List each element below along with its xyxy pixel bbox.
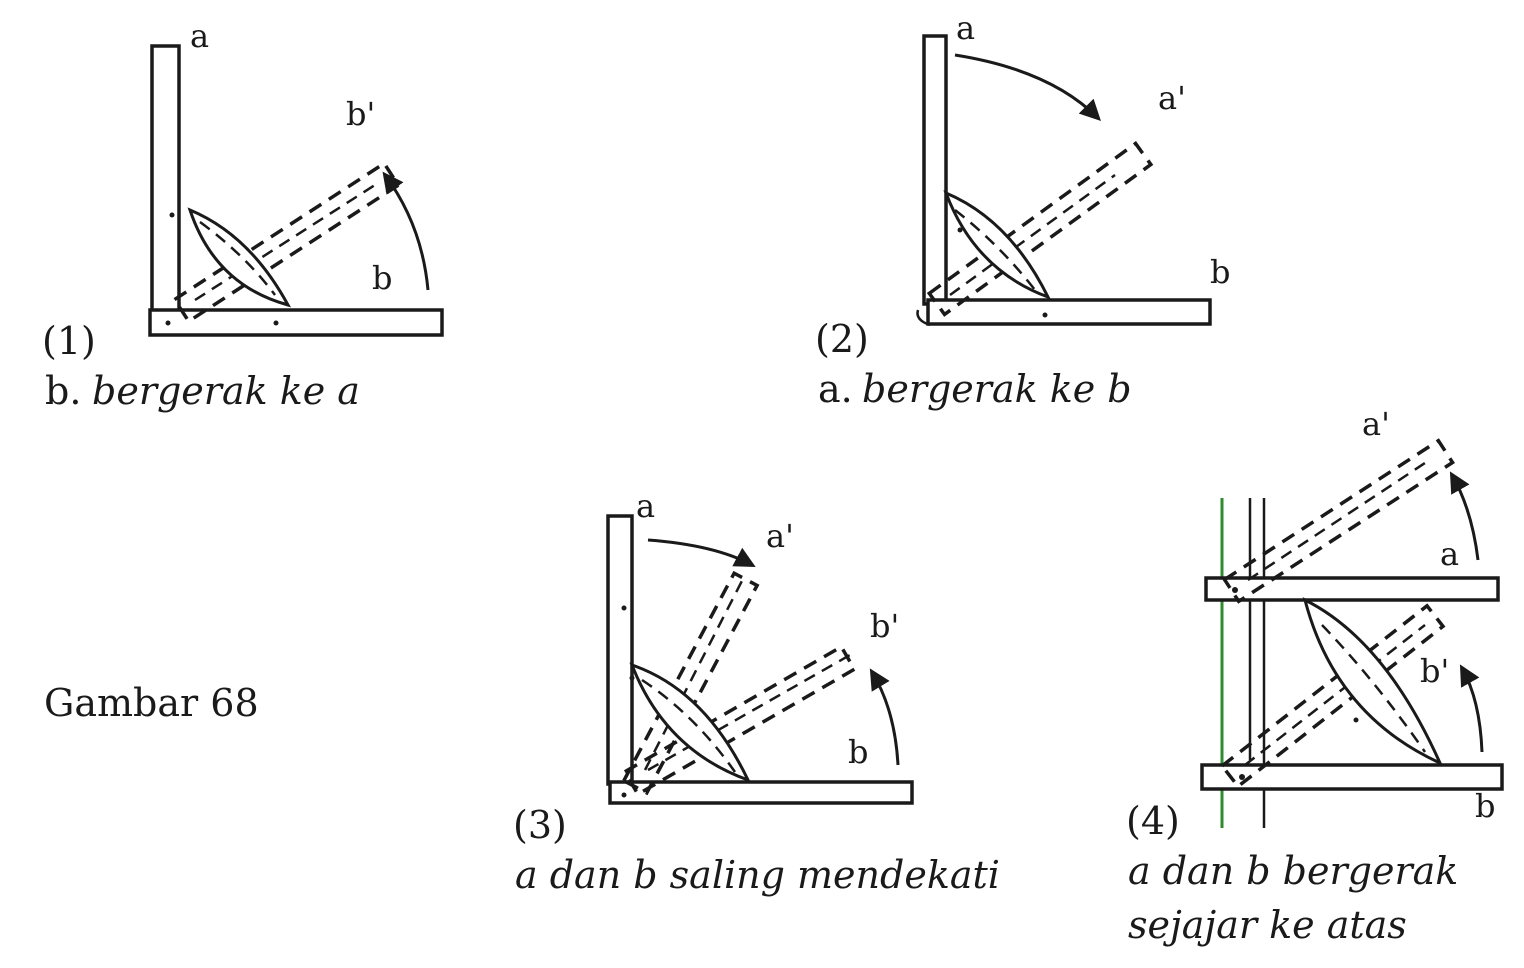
panel-4-arrow-b [1459,664,1484,753]
panel-4-label-b-prime: b' [1420,652,1450,690]
panel-4-ghost-bar-b-prime [1219,603,1446,789]
panel-3-horizontal-bar-b [608,780,914,805]
panel-4-weld-bead [1302,597,1443,767]
panel-3-arrow-a [647,538,756,567]
panel-3-number: (3) [513,803,567,847]
panel-1-motion-arrow [382,171,430,291]
panel-1-caption-prefix: b. [45,369,82,413]
panel-4-arrow-a [1449,471,1480,561]
panel-3-vertical-bar-a [606,514,634,786]
figure-title: Gambar 68 [44,681,259,725]
panel-1-vertical-bar-a [150,44,181,314]
panel-4-label-a: a [1440,535,1460,573]
panel-1-caption: bergerak ke a [92,369,360,413]
panel-3-drawing [606,514,914,805]
panel-2-weld-bead [943,190,1052,300]
panel-4-drawing [1200,438,1504,828]
panel-2-corner-mark [916,309,931,327]
panel-3-arrow-b [869,668,900,766]
panel-2-horizontal-bar-b [926,298,1212,326]
panel-3-label-a-prime: a' [766,517,794,555]
panel-2-motion-arrow [954,53,1101,121]
panel-3-ghost-bar-b-prime [622,644,857,797]
panel-3-label-b: b [848,733,869,771]
panel-3-weld-bead [629,662,751,783]
panel-2-label-a: a [956,9,976,47]
panel-4-lower-bar-b [1200,763,1504,791]
panel-2-caption: bergerak ke b [862,367,1132,411]
panel-2-caption-prefix: a. [818,367,853,411]
panel-4-label-a-prime: a' [1362,405,1390,443]
panel-4-upper-bar-a [1204,576,1500,602]
panel-1-label-b-prime: b' [346,95,376,133]
panel-1-drawing [148,44,444,337]
panel-2-label-b: b [1210,253,1231,291]
panel-4-label-b: b [1475,787,1496,825]
panel-3-label-a: a [636,487,656,525]
panel-3-caption: a dan b saling mendekati [515,853,1000,897]
panel-1-horizontal-bar-b [148,308,444,337]
panel-1-weld-bead [187,207,291,308]
panel-2-vertical-bar-a [922,34,948,306]
panel-4-ghost-bar-a-prime [1222,438,1455,604]
panel-4-caption-line-1: a dan b bergerak [1128,849,1459,893]
panel-2-label-a-prime: a' [1158,79,1186,117]
panel-1-label-a: a [190,17,210,55]
panel-1-label-b: b [372,259,393,297]
panel-1-number: (1) [42,319,96,363]
panel-4-caption-line-2: sejajar ke atas [1128,903,1407,947]
panel-2-drawing [916,34,1212,327]
panel-3-label-b-prime: b' [870,607,900,645]
panel-2-ghost-bar-a-prime [926,141,1154,317]
panel-4-number: (4) [1126,799,1180,843]
panel-2-number: (2) [815,317,869,361]
